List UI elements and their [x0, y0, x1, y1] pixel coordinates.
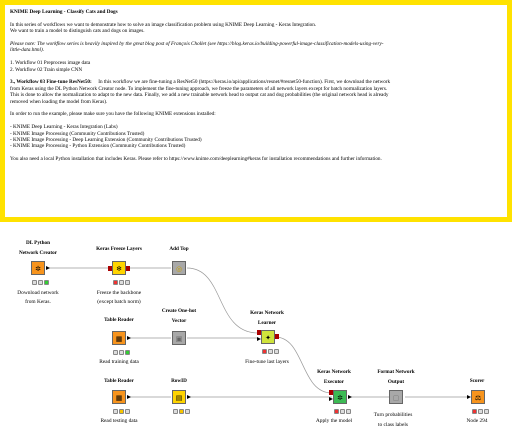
annotation-workflow-3-body: In this workflow we are fine-tuning a Re… [10, 79, 391, 105]
output-port[interactable] [46, 265, 50, 270]
node-description[interactable]: Read testing data [100, 418, 138, 424]
table-icon[interactable]: ▦ [112, 331, 126, 345]
input-port[interactable] [467, 394, 471, 399]
node-title-line-1: Create One-hot [161, 308, 197, 314]
metanode-icon[interactable]: ▢ [389, 390, 403, 404]
node-title-line-2: Network Creator [18, 250, 58, 256]
node-keras-freeze-layers[interactable]: Keras Freeze Layers [71, 243, 167, 255]
node-description-line-2: to class labels [378, 422, 408, 428]
node-title-line-2: Output [387, 379, 405, 385]
annotation-extensions-intro: In order to run the example, please make… [10, 111, 216, 118]
annotation-extension-3: - KNIME Image Processing - Deep Learning… [10, 137, 202, 144]
node-title: Table Reader [104, 317, 134, 323]
input-port[interactable] [257, 330, 261, 335]
node-title-line-2: Vector [171, 318, 187, 324]
node-format-network-output[interactable]: Format Network Output [348, 367, 444, 387]
node-title: Table Reader [104, 378, 134, 384]
node-rowid[interactable]: RowID [131, 375, 227, 387]
node-status-indicator [113, 409, 131, 414]
node-description[interactable]: Read training data [99, 359, 139, 365]
input-port[interactable] [329, 390, 333, 395]
annotation-workflow-2: 2. Workflow 02 Train simple CNN [10, 66, 83, 73]
input-port[interactable] [108, 265, 112, 271]
node-status-indicator [113, 350, 131, 355]
output-port[interactable] [348, 394, 352, 399]
node-status-indicator [472, 409, 490, 414]
node-table-reader-training[interactable]: Table Reader [71, 314, 167, 326]
metanode-icon[interactable]: ◎ [172, 261, 186, 275]
annotation-extension-2: - KNIME Image Processing (Community Cont… [10, 130, 145, 137]
input-port[interactable] [329, 397, 333, 401]
annotation-workflow-1: 1. Workflow 01 Preprocess image data [10, 60, 91, 67]
node-title-line-2: Executor [323, 379, 345, 385]
node-title: RowID [171, 378, 187, 384]
output-port[interactable] [127, 394, 131, 399]
annotation-title: KNIME Deep Learning - Classify Cats and … [10, 9, 118, 15]
annotation-intro-2: We want to train a model to distinguish … [10, 28, 145, 35]
node-title: Keras Network Executor [286, 367, 382, 387]
workflow-annotation: KNIME Deep Learning - Classify Cats and … [0, 0, 512, 222]
node-title-line-2: Learner [257, 320, 277, 326]
node-title-line-1: Keras Network [250, 310, 284, 316]
python-network-icon[interactable]: ✲ [31, 261, 45, 275]
node-title-line-1: Format Network [377, 369, 415, 375]
node-description-line-1: Freeze the backbone [96, 290, 142, 296]
node-description-line-1: Download network [17, 290, 59, 296]
connection-learner-executor [274, 336, 333, 394]
annotation-note: Please note: The workflow series is heav… [10, 41, 384, 54]
annotation-workflow-3: 3., Workflow 03 Fine-tune ResNet50: In t… [10, 79, 392, 105]
table-icon[interactable]: ▦ [112, 390, 126, 404]
annotation-extension-4: - KNIME Image Processing - Python Extens… [10, 143, 186, 150]
output-port[interactable] [187, 394, 191, 399]
freeze-icon[interactable]: ❄ [112, 261, 126, 275]
node-status-indicator [113, 280, 131, 285]
node-title-line-1: DL Python [25, 240, 51, 246]
node-title-line-1: Keras Network [317, 369, 351, 375]
node-create-one-hot-vector[interactable]: Create One-hot Vector [131, 306, 227, 326]
learner-icon[interactable]: ✦ [261, 330, 275, 344]
node-description[interactable]: Turn probabilities to class labels [345, 410, 441, 430]
rowid-icon[interactable]: ▤ [172, 390, 186, 404]
node-status-indicator [262, 349, 280, 354]
annotation-text: KNIME Deep Learning - Classify Cats and … [10, 9, 392, 163]
node-title: Keras Network Learner [219, 308, 315, 328]
node-title: Scorer [469, 378, 485, 384]
output-port[interactable] [127, 335, 131, 340]
node-title: DL Python Network Creator [0, 238, 86, 258]
node-description[interactable]: Node 294 [466, 418, 488, 424]
node-keras-network-learner[interactable]: Keras Network Learner [219, 308, 315, 328]
node-title: Format Network Output [348, 367, 444, 387]
node-description[interactable]: Fine-tune last layers [245, 359, 289, 365]
node-description[interactable]: Apply the model [315, 418, 353, 424]
node-description-line-1: Turn probabilities [373, 412, 413, 418]
node-status-indicator [32, 280, 50, 285]
connection-addtop-learner [186, 267, 259, 334]
node-description[interactable]: Download network from Keras. [0, 289, 86, 307]
node-dl-python-network-creator[interactable]: DL Python Network Creator [0, 238, 86, 258]
output-port[interactable] [275, 334, 279, 339]
node-table-reader-testing[interactable]: Table Reader [71, 375, 167, 387]
node-description[interactable]: Freeze the backbone (except batch norm) [71, 289, 167, 307]
executor-icon[interactable]: ✲ [333, 390, 347, 404]
node-description-line-2: from Keras. [25, 299, 51, 305]
node-title: Keras Freeze Layers [96, 246, 142, 252]
annotation-intro-1: In this series of workflows we want to d… [10, 21, 317, 28]
node-add-top[interactable]: Add Top [131, 243, 227, 255]
node-title: Create One-hot Vector [131, 306, 227, 326]
input-port[interactable] [257, 337, 261, 341]
node-scorer[interactable]: Scorer [429, 375, 512, 387]
node-keras-network-executor[interactable]: Keras Network Executor [286, 367, 382, 387]
scorer-icon[interactable]: ⚖ [471, 390, 485, 404]
annotation-workflow-3-title: 3., Workflow 03 Fine-tune ResNet50: [10, 79, 92, 86]
metanode-icon[interactable]: ▣ [172, 331, 186, 345]
node-status-indicator [334, 409, 352, 414]
node-description-line-2: (except batch norm) [97, 299, 141, 305]
node-status-indicator [173, 409, 191, 414]
output-port[interactable] [126, 265, 130, 271]
node-title: Add Top [169, 246, 189, 252]
annotation-python-note: You also need a local Python installatio… [10, 156, 382, 163]
annotation-extension-1: - KNIME Deep Learning - Keras Integratio… [10, 124, 118, 131]
